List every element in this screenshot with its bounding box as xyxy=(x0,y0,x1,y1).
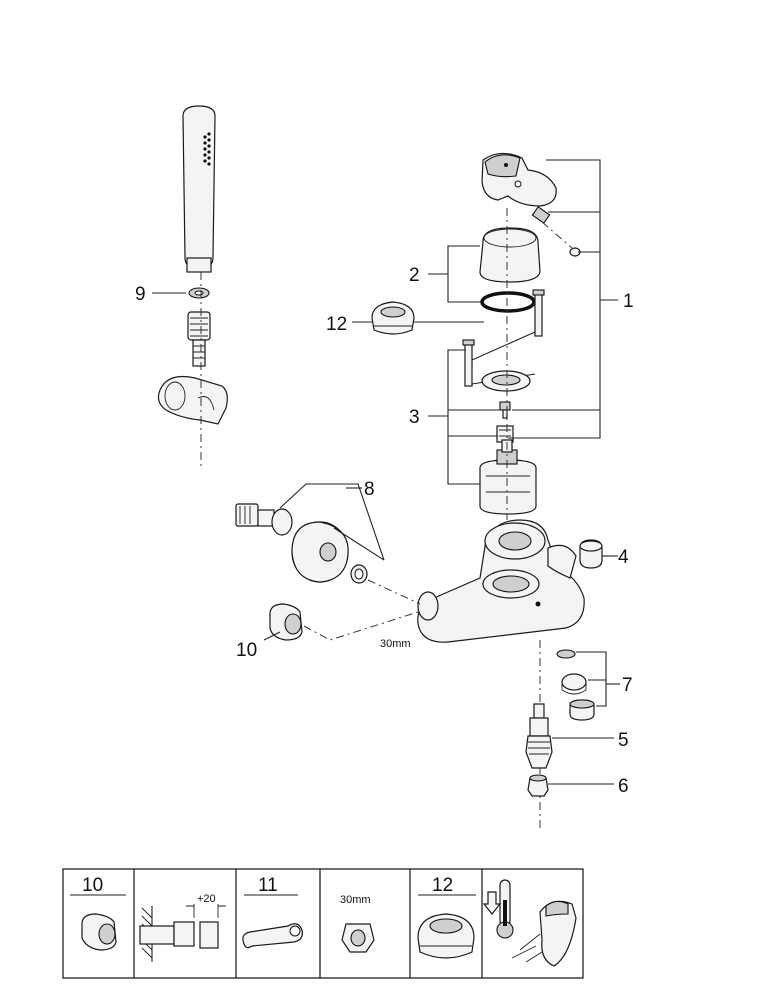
aerator-insert xyxy=(569,699,595,721)
end-cap-4 xyxy=(579,539,603,569)
cartridge xyxy=(479,439,537,515)
svg-text:30mm: 30mm xyxy=(380,638,411,650)
temperature-stop-12 xyxy=(371,301,415,335)
svg-text:3: 3 xyxy=(409,407,420,428)
tool-cell-11: 11 xyxy=(242,875,303,949)
svg-text:10: 10 xyxy=(236,640,257,661)
screw-link xyxy=(471,331,536,361)
nut-30mm-label: 30mm xyxy=(380,638,411,650)
aerator-ring xyxy=(561,673,587,695)
svg-text:12: 12 xyxy=(432,875,453,896)
tool-cell-10: 10 xyxy=(70,875,126,951)
tool-cell-extension: +20 xyxy=(139,893,226,962)
mixer-body xyxy=(417,519,585,643)
bracket-2: 2 xyxy=(409,245,482,303)
svg-text:2: 2 xyxy=(409,265,420,286)
axis-screw xyxy=(541,221,573,249)
bracket-7: 7 xyxy=(576,651,633,707)
svg-text:11: 11 xyxy=(258,875,278,896)
cover-cap-2 xyxy=(479,227,541,283)
lever-icon xyxy=(511,900,577,967)
long-screw-right xyxy=(532,289,545,337)
callout-9: 9 xyxy=(135,284,186,305)
thermometer-icon xyxy=(496,879,514,939)
callout-4: 4 xyxy=(618,547,629,568)
callout-12: 12 xyxy=(326,314,347,335)
svg-text:+20: +20 xyxy=(197,893,216,905)
svg-text:10: 10 xyxy=(82,875,103,896)
tool-cell-temperature xyxy=(482,879,577,967)
washer-8 xyxy=(350,564,368,584)
hose-nut xyxy=(187,311,211,367)
svg-text:1: 1 xyxy=(623,291,634,312)
svg-text:9: 9 xyxy=(135,284,146,305)
bracket-8: 8 xyxy=(279,479,385,561)
svg-text:8: 8 xyxy=(364,479,375,500)
svg-text:30mm: 30mm xyxy=(340,894,371,906)
small-screw xyxy=(499,401,511,419)
grub-screw xyxy=(531,206,551,224)
tool-table: 10 +20 11 30mm 12 xyxy=(62,868,584,979)
adapter-10 xyxy=(269,603,303,641)
wall-holder xyxy=(157,375,228,425)
hand-shower xyxy=(182,105,216,273)
long-screw-left xyxy=(462,339,475,387)
axis-escutcheon xyxy=(367,579,421,605)
retaining-ring xyxy=(481,370,531,392)
bracket-1: 1 xyxy=(508,159,634,439)
lever-handle xyxy=(481,152,557,207)
tool-cell-30mm: 30mm xyxy=(340,894,375,953)
svg-text:7: 7 xyxy=(622,675,633,696)
nut-6 xyxy=(527,774,549,797)
seal-washer-9 xyxy=(188,287,210,299)
s-union xyxy=(235,503,293,536)
arrow-down-icon xyxy=(482,891,502,915)
callout-6: 6 xyxy=(618,776,629,797)
o-ring-2 xyxy=(480,291,536,313)
diverter-5 xyxy=(525,703,553,769)
tool-cell-12: 12 xyxy=(417,875,476,959)
escutcheon xyxy=(291,521,349,583)
aerator-washer xyxy=(556,649,576,659)
callout-5: 5 xyxy=(618,730,629,751)
bracket-10: 10 xyxy=(236,611,419,661)
bracket-3: 3 xyxy=(409,349,500,485)
